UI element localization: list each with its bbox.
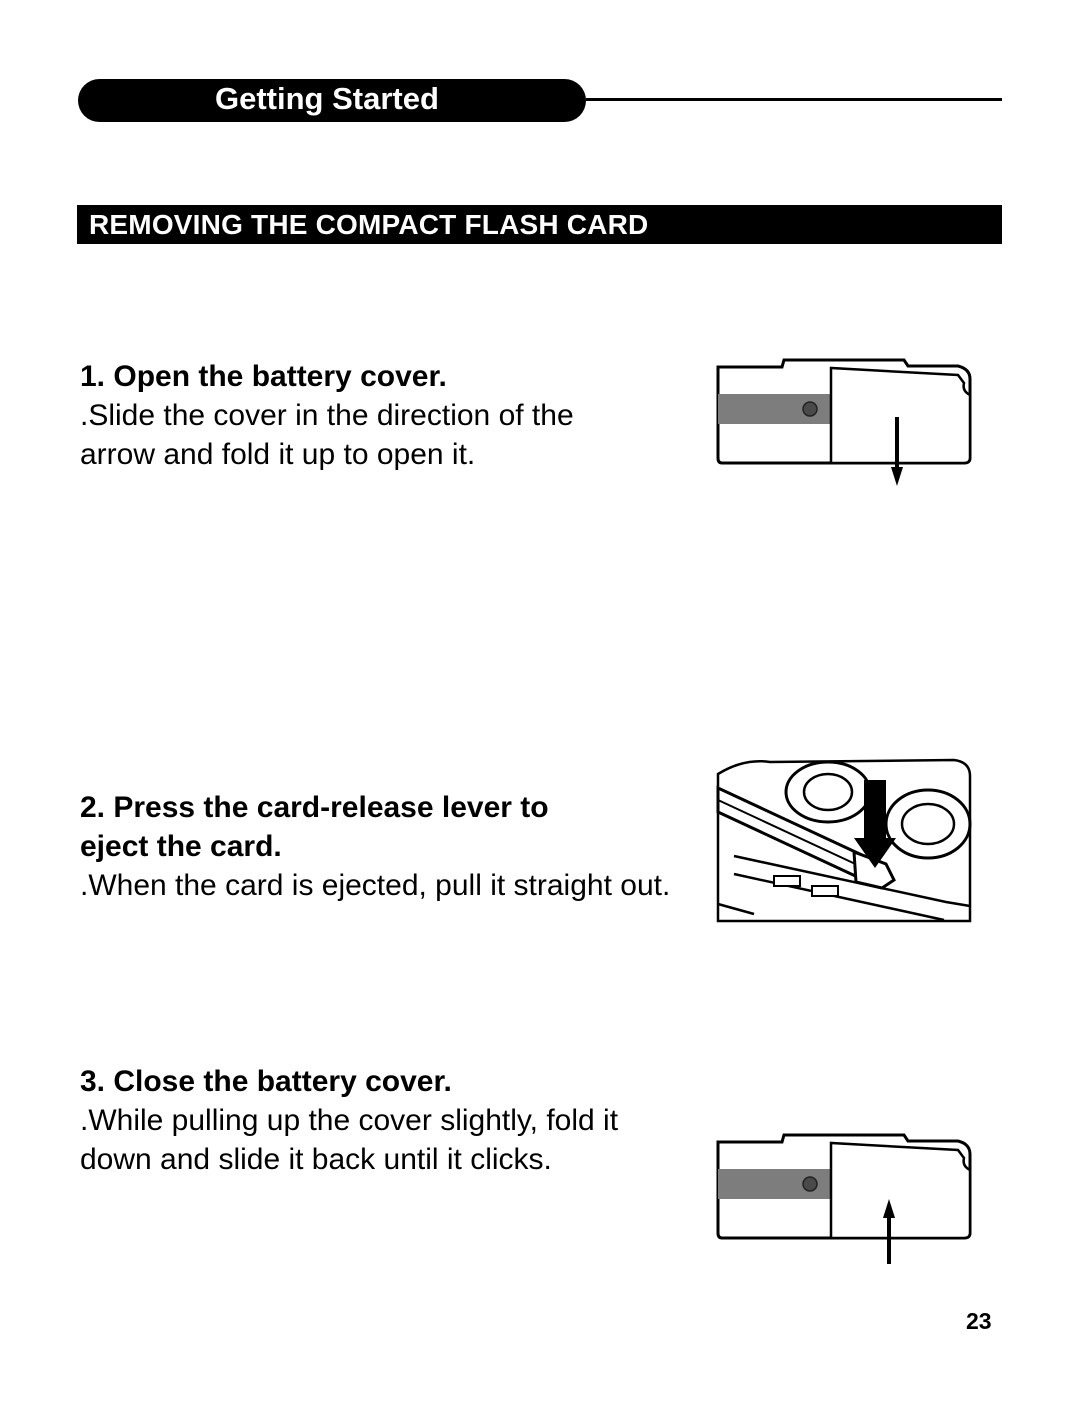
arrow-shaft bbox=[864, 780, 886, 846]
page-number: 23 bbox=[966, 1308, 992, 1334]
step-1-heading: 1. Open the battery cover. bbox=[80, 360, 447, 393]
section-label: Getting Started bbox=[215, 81, 439, 116]
arrow-down-icon bbox=[854, 838, 896, 868]
step-3-heading: 3. Close the battery cover. bbox=[80, 1065, 452, 1098]
battery-cover-open-illustration bbox=[716, 358, 972, 486]
card-release-lever-illustration bbox=[716, 758, 972, 923]
step-3-body: .While pulling up the cover slightly, fo… bbox=[80, 1104, 619, 1176]
section-header-pill: Getting Started bbox=[78, 79, 586, 122]
step-2: 2. Press the card-release lever to eject… bbox=[80, 788, 680, 905]
step-1-body: .Slide the cover in the direction of the… bbox=[80, 399, 574, 471]
page-title: REMOVING THE COMPACT FLASH CARD bbox=[89, 209, 649, 240]
battery-cover-close-illustration bbox=[716, 1133, 972, 1264]
step-2-heading: 2. Press the card-release lever to eject… bbox=[80, 791, 549, 863]
arrow-up-icon bbox=[883, 1199, 895, 1218]
arrow-down-icon bbox=[891, 467, 903, 486]
step-3: 3. Close the battery cover. .While pulli… bbox=[80, 1062, 680, 1179]
header-rule bbox=[586, 98, 1002, 101]
page-title-bar: REMOVING THE COMPACT FLASH CARD bbox=[77, 205, 1002, 244]
step-1: 1. Open the battery cover. .Slide the co… bbox=[80, 357, 680, 474]
step-2-body: .When the card is ejected, pull it strai… bbox=[80, 869, 671, 902]
